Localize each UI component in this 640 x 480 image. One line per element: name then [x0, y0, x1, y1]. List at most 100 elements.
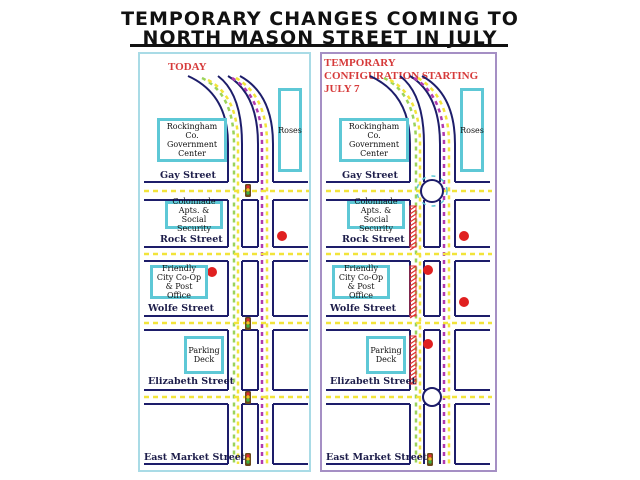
- closed-lane-hatch: [409, 205, 417, 211]
- red-light: [246, 392, 250, 396]
- street-label-market: East Market Street: [144, 452, 246, 463]
- building-label: Roses: [278, 125, 302, 135]
- closed-lane-hatch: [409, 363, 417, 369]
- closed-lane-hatch: [409, 375, 417, 381]
- closed-lane-hatch: [409, 265, 417, 271]
- closed-lane-hatch: [409, 229, 417, 235]
- stop-sign-icon: [459, 231, 469, 241]
- closed-lane-hatch: [409, 339, 417, 345]
- building-colonnade: Colonnade Apts. & Social Security: [347, 197, 405, 233]
- building-parking-deck: Parking Deck: [366, 336, 406, 374]
- closed-lane-hatch: [409, 293, 417, 299]
- closed-lane-hatch: [409, 225, 417, 231]
- red-light: [246, 318, 250, 322]
- traffic-light-icon: [245, 453, 251, 466]
- title-line-2: NORTH MASON STREET IN JULY: [142, 27, 498, 49]
- closed-lane-hatch: [409, 347, 417, 353]
- lane-marking-magenta: [413, 76, 446, 464]
- lane-marking-magenta: [231, 76, 264, 464]
- closed-lane-hatch: [409, 221, 417, 227]
- closed-lane-hatch: [409, 277, 417, 283]
- yellow-light: [428, 457, 432, 461]
- title-line-1: TEMPORARY CHANGES COMING TO: [121, 8, 519, 30]
- traffic-light-icon: [245, 184, 251, 197]
- street-label-rock: Rock Street: [160, 234, 223, 245]
- street-label-gay: Gay Street: [160, 170, 216, 181]
- closed-lane-hatch: [409, 309, 417, 315]
- closed-lane-hatch: [409, 273, 417, 279]
- building-label: Roses: [460, 125, 484, 135]
- building-parking-deck: Parking Deck: [184, 336, 224, 374]
- building-government-center: Rockingham Co. Government Center: [339, 118, 409, 162]
- closed-lane-hatch: [409, 367, 417, 373]
- closed-lane-hatch: [409, 379, 417, 385]
- curb-line: [187, 75, 229, 182]
- curb-line: [399, 75, 425, 182]
- closed-lane-hatch: [409, 245, 417, 251]
- curb-line: [217, 75, 243, 182]
- curb-line: [369, 75, 411, 182]
- building-label: Friendly City Co-Op & Post Office: [338, 264, 384, 300]
- building-label: Parking Deck: [188, 346, 220, 364]
- street-label-wolfe: Wolfe Street: [148, 303, 215, 314]
- closed-lane-hatch: [409, 371, 417, 377]
- red-light: [428, 454, 432, 458]
- closed-lane-hatch: [409, 305, 417, 311]
- building-roses: Roses: [460, 88, 484, 172]
- closed-lane-hatch: [409, 285, 417, 291]
- stop-sign-icon: [207, 267, 217, 277]
- panel-heading: TODAY: [168, 61, 207, 73]
- panel-temporary: TEMPORARY CONFIGURATION STARTING JULY 7 …: [320, 52, 497, 472]
- green-light: [246, 324, 250, 328]
- street-label-wolfe: Wolfe Street: [330, 303, 397, 314]
- building-friendly-city: Friendly City Co-Op & Post Office: [150, 264, 208, 300]
- yellow-light: [246, 457, 250, 461]
- closed-lane-hatch: [409, 213, 417, 219]
- street-map: [326, 75, 492, 466]
- closed-lane-hatch: [409, 241, 417, 247]
- yellow-light: [246, 321, 250, 325]
- closed-lane-hatch: [409, 313, 417, 319]
- street-label-market: East Market Street: [326, 452, 428, 463]
- building-label: Colonnade Apts. & Social Security: [354, 197, 398, 233]
- street-label-rock: Rock Street: [342, 234, 405, 245]
- traffic-light-icon: [245, 317, 251, 330]
- title-underline: [130, 44, 508, 47]
- building-colonnade: Colonnade Apts. & Social Security: [165, 197, 223, 233]
- traffic-light-icon: [245, 391, 251, 404]
- street-label-elizabeth: Elizabeth Street: [330, 376, 417, 387]
- building-label: Parking Deck: [370, 346, 402, 364]
- stop-sign-icon: [459, 297, 469, 307]
- curb-line: [421, 75, 456, 182]
- building-label: Friendly City Co-Op & Post Office: [156, 264, 202, 300]
- building-label: Colonnade Apts. & Social Security: [172, 197, 216, 233]
- closed-lane-hatch: [409, 237, 417, 243]
- stop-sign-icon: [423, 339, 433, 349]
- closed-lane-hatch: [409, 209, 417, 215]
- closed-lane-hatch: [409, 359, 417, 365]
- building-friendly-city: Friendly City Co-Op & Post Office: [332, 264, 390, 300]
- lane-marking-green: [383, 76, 418, 464]
- closed-lane-hatch: [409, 335, 417, 341]
- building-label: Rockingham Co. Government Center: [166, 122, 218, 158]
- traffic-light-icon: [427, 453, 433, 466]
- red-light: [246, 454, 250, 458]
- street-label-gay: Gay Street: [342, 170, 398, 181]
- lane-marking-yellow: [389, 78, 422, 464]
- yellow-light: [246, 395, 250, 399]
- green-light: [246, 191, 250, 195]
- panel-today: TODAY Roses Rockingham Co. Government Cen…: [138, 52, 311, 472]
- stop-sign-icon: [423, 265, 433, 275]
- building-label: Rockingham Co. Government Center: [348, 122, 400, 158]
- green-light: [246, 398, 250, 402]
- yellow-light: [246, 188, 250, 192]
- red-light: [246, 185, 250, 189]
- green-light: [428, 460, 432, 464]
- closed-lane-hatch: [409, 351, 417, 357]
- lane-marking-green: [201, 76, 236, 464]
- closed-lane-hatch: [409, 281, 417, 287]
- closed-lane-hatch: [409, 343, 417, 349]
- closed-lane-hatch: [409, 301, 417, 307]
- closed-lane-hatch: [409, 355, 417, 361]
- stop-sign-icon: [277, 231, 287, 241]
